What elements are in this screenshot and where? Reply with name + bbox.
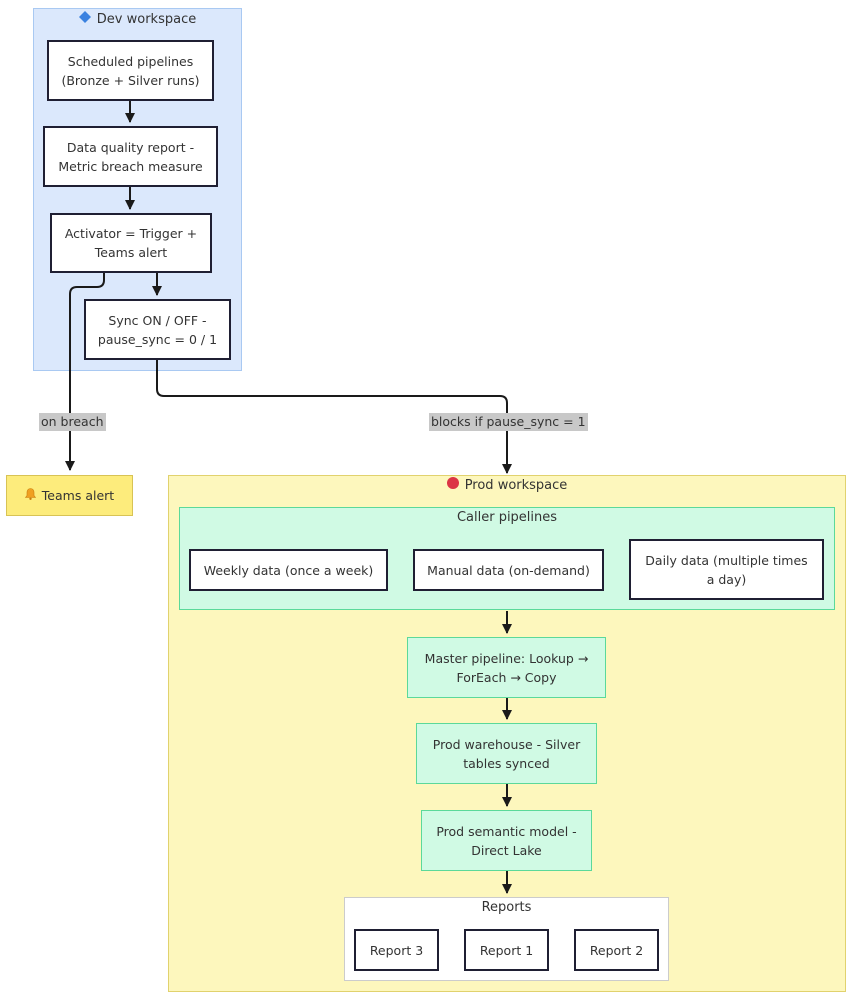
daily-data-node[interactable]: Daily data (multiple times a day) <box>629 539 824 600</box>
edge-activator-teams <box>65 273 105 471</box>
blue-diamond-icon <box>78 11 91 27</box>
edge-label-on-breach: on breach <box>39 413 106 431</box>
activator-label: Activator = Trigger + Teams alert <box>64 226 198 260</box>
prod-semantic-model-label: Prod semantic model - Direct Lake <box>436 823 577 858</box>
edge-label-blocks-if-paused: blocks if pause_sync = 1 <box>429 413 588 431</box>
report-1-node[interactable]: Report 1 <box>464 929 549 971</box>
sync-toggle-label: Sync ON / OFF - pause_sync = 0 / 1 <box>97 312 218 347</box>
report-2-node[interactable]: Report 2 <box>574 929 659 971</box>
bell-icon <box>24 486 36 505</box>
weekly-data-node[interactable]: Weekly data (once a week) <box>189 549 388 591</box>
prod-warehouse-node[interactable]: Prod warehouse - Silver tables synced <box>416 723 597 784</box>
dev-workspace-title: Dev workspace <box>34 11 241 27</box>
reports-title: Reports <box>481 900 532 915</box>
report-3-label: Report 3 <box>369 942 424 958</box>
activator-node[interactable]: Activator = Trigger + Teams alert <box>50 213 212 273</box>
master-pipeline-label: Master pipeline: Lookup → ForEach → Copy <box>424 650 589 685</box>
report-3-node[interactable]: Report 3 <box>354 929 439 971</box>
report-2-label: Report 2 <box>589 942 644 958</box>
sync-toggle-node[interactable]: Sync ON / OFF - pause_sync = 0 / 1 <box>84 299 231 360</box>
teams-alert-label: Teams alert <box>41 488 115 503</box>
scheduled-pipelines-label: Scheduled pipelines (Bronze + Silver run… <box>61 53 200 88</box>
daily-data-label: Daily data (multiple times a day) <box>645 552 808 587</box>
prod-workspace-title: Prod workspace <box>169 477 845 493</box>
data-quality-report-label: Data quality report - Metric breach meas… <box>58 139 203 174</box>
prod-warehouse-label: Prod warehouse - Silver tables synced <box>432 736 581 771</box>
teams-alert-node[interactable]: Teams alert <box>6 475 133 516</box>
report-1-label: Report 1 <box>479 942 534 958</box>
manual-data-node[interactable]: Manual data (on-demand) <box>413 549 604 591</box>
prod-semantic-model-node[interactable]: Prod semantic model - Direct Lake <box>421 810 592 871</box>
red-circle-icon <box>446 477 459 493</box>
master-pipeline-node[interactable]: Master pipeline: Lookup → ForEach → Copy <box>407 637 606 698</box>
scheduled-pipelines-node[interactable]: Scheduled pipelines (Bronze + Silver run… <box>47 40 214 101</box>
manual-data-label: Manual data (on-demand) <box>427 562 590 578</box>
data-quality-report-node[interactable]: Data quality report - Metric breach meas… <box>43 126 218 187</box>
caller-pipelines-title: Caller pipelines <box>456 510 558 525</box>
edge-sync-caller <box>156 360 512 474</box>
weekly-data-label: Weekly data (once a week) <box>203 562 374 578</box>
